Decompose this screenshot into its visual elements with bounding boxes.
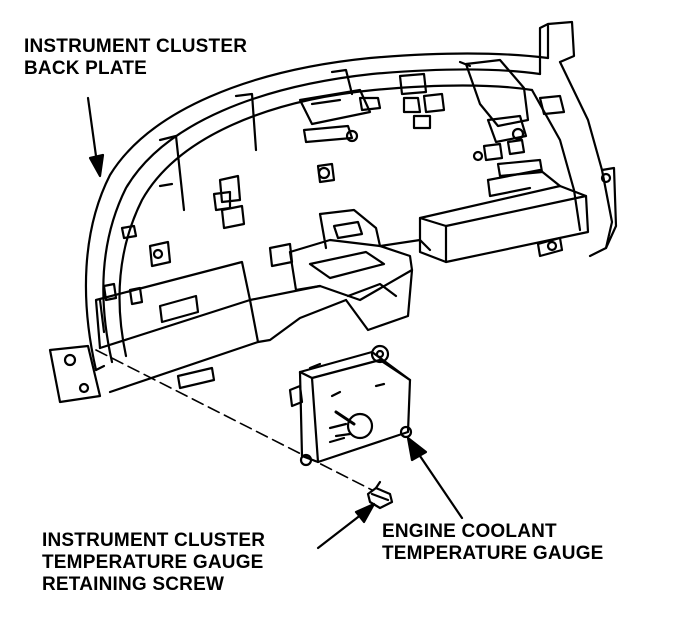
screw-arrowhead <box>354 502 376 524</box>
retaining-screw-drawing <box>366 480 394 510</box>
coolant-gauge-label-line-2: TEMPERATURE GAUGE <box>382 543 604 564</box>
back-plate-arrowhead <box>88 153 105 178</box>
gauge-leader <box>418 454 464 520</box>
coolant-gauge-label: ENGINE COOLANT TEMPERATURE GAUGE <box>382 521 604 565</box>
coolant-gauge-label-line-1: ENGINE COOLANT <box>382 521 557 542</box>
retaining-screw-label-line-2: TEMPERATURE GAUGE <box>42 552 264 573</box>
coolant-gauge-drawing <box>288 344 413 467</box>
back-plate-label-line-1: INSTRUMENT CLUSTER <box>24 36 248 57</box>
back-plate-label: INSTRUMENT CLUSTER BACK PLATE <box>24 36 247 80</box>
retaining-screw-label-line-1: INSTRUMENT CLUSTER <box>42 530 266 551</box>
back-plate-leader <box>86 96 98 158</box>
gauge-arrowhead <box>406 436 428 462</box>
screw-leader <box>316 512 364 550</box>
leader-arrows <box>86 96 464 550</box>
retaining-screw-label-line-3: RETAINING SCREW <box>42 574 225 595</box>
alignment-dashed-line <box>95 349 373 491</box>
back-plate-drawing <box>48 20 618 404</box>
retaining-screw-label: INSTRUMENT CLUSTER TEMPERATURE GAUGE RET… <box>42 530 265 596</box>
back-plate-label-line-2: BACK PLATE <box>24 58 148 79</box>
